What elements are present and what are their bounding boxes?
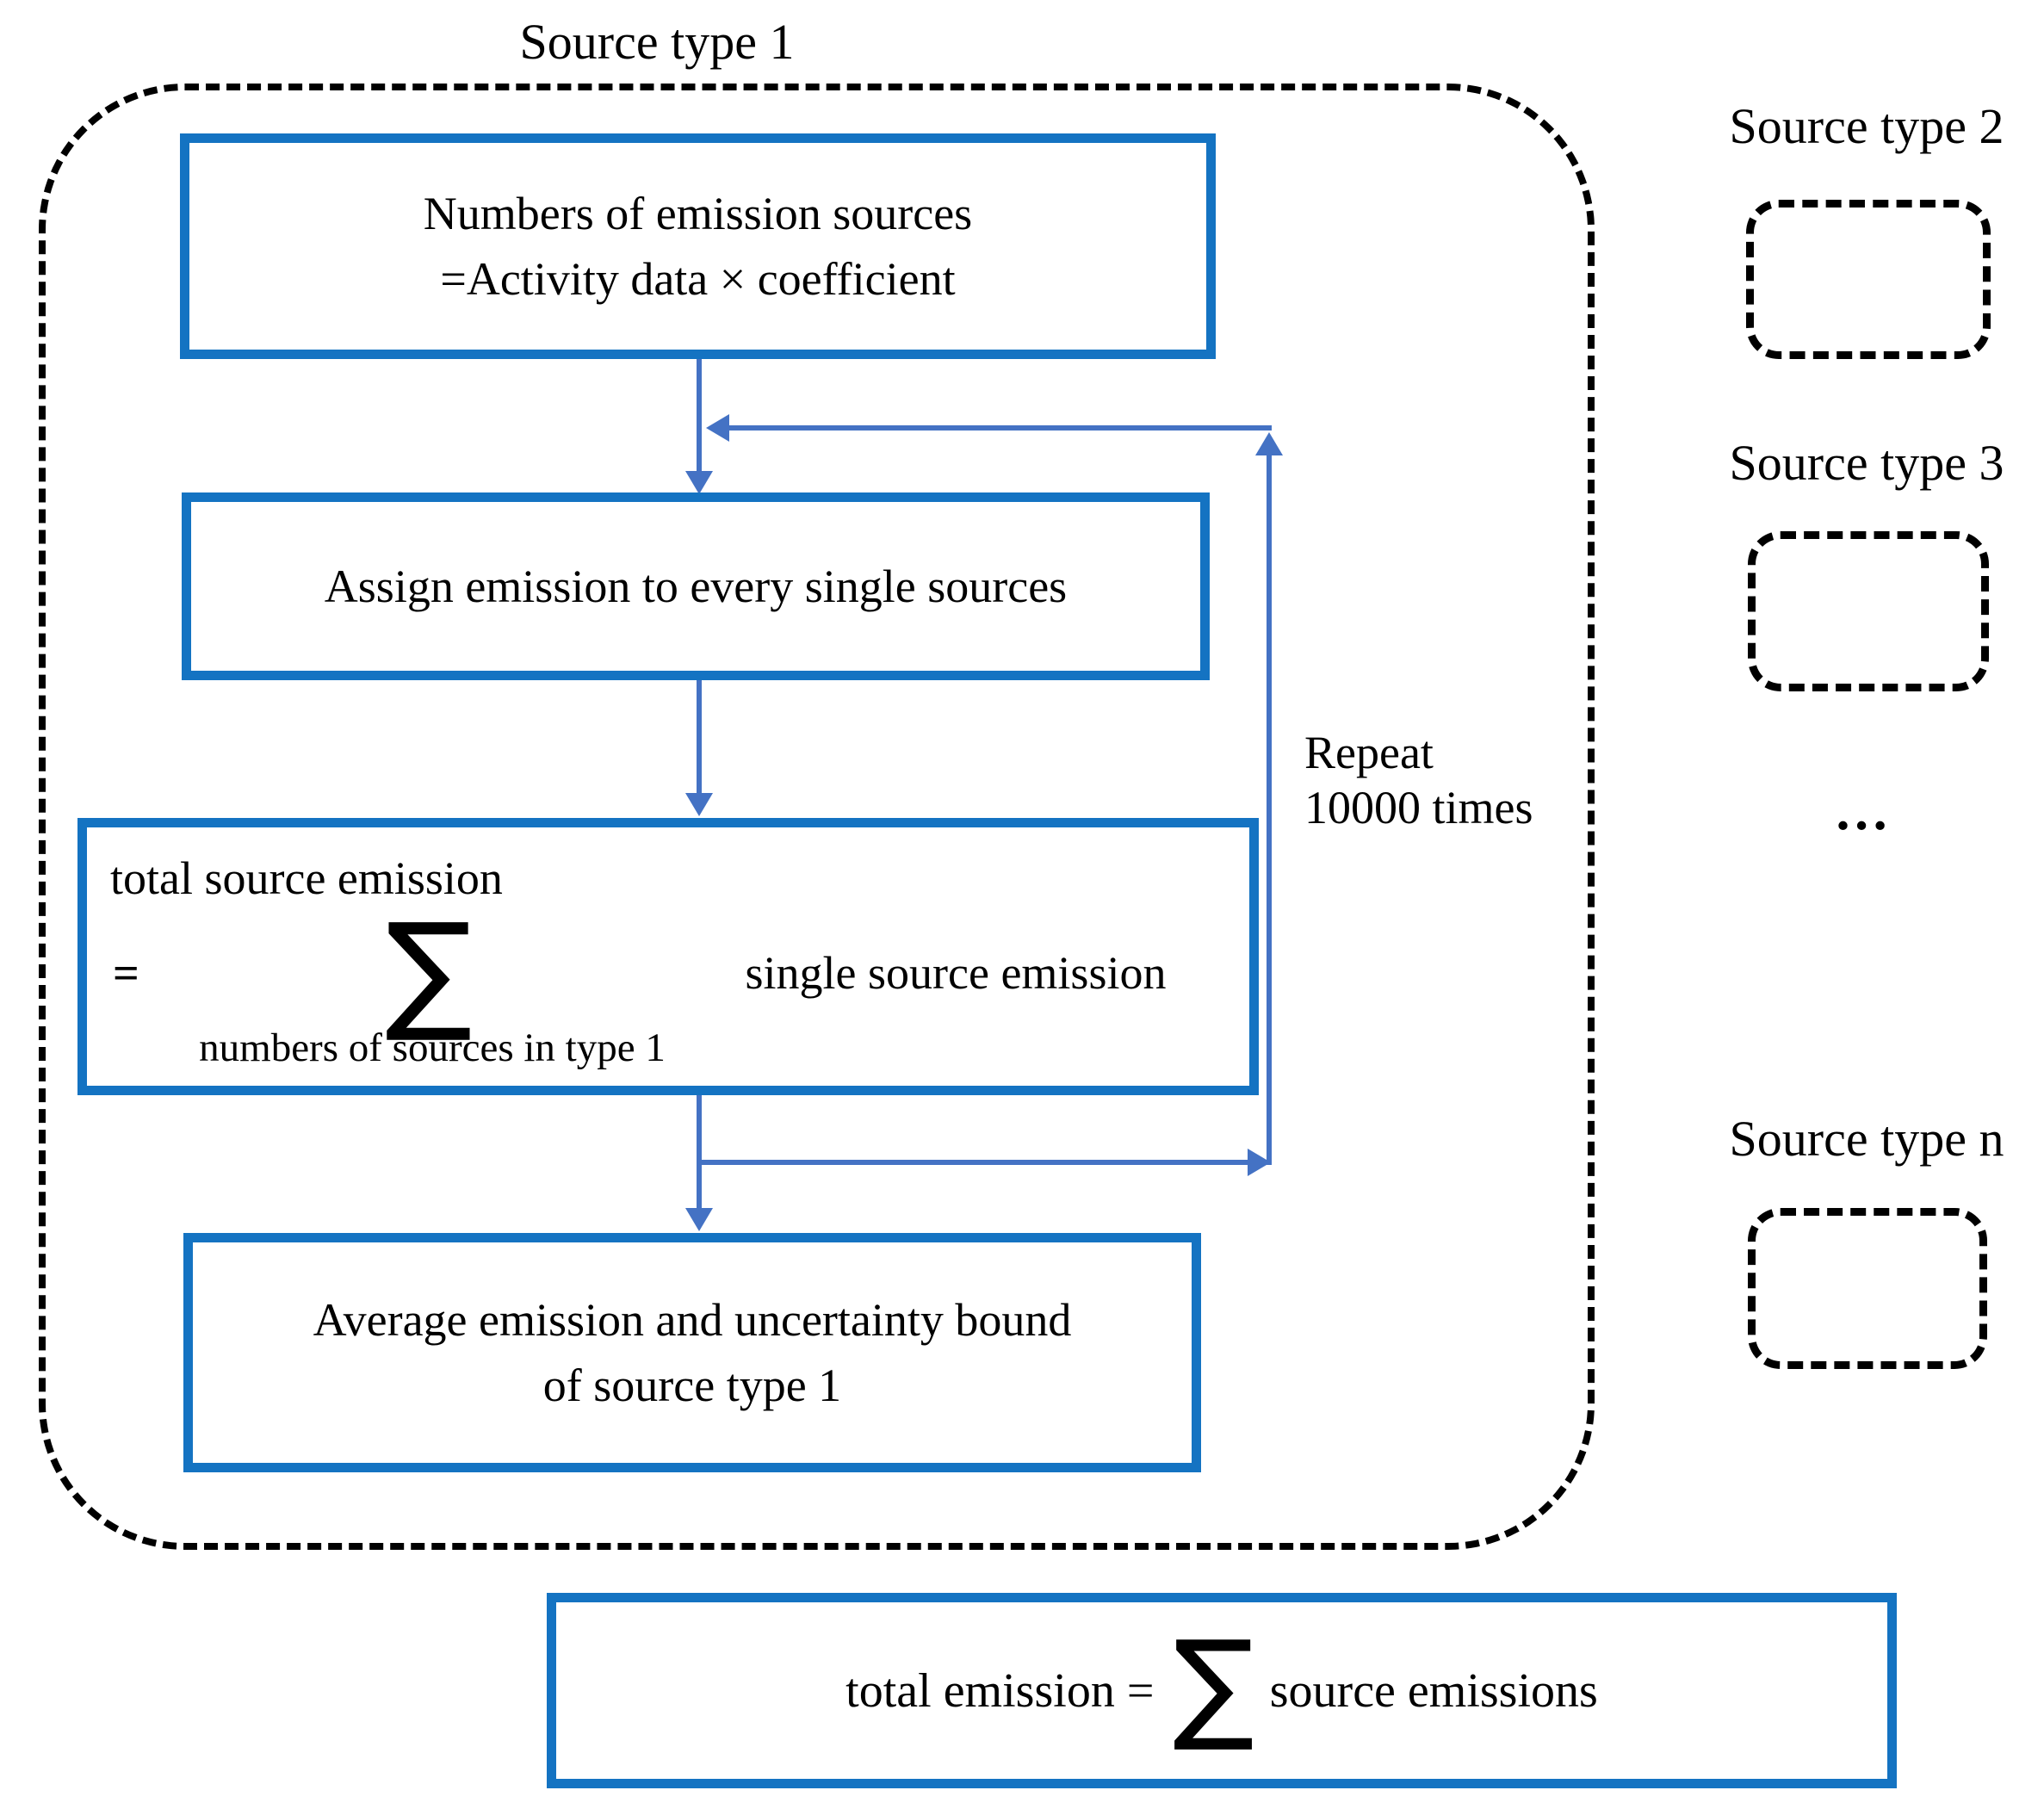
sum-subscript: numbers of sources in type 1 (199, 1025, 666, 1070)
numbers-of-emission-sources-box: Numbers of emission sources =Activity da… (180, 133, 1216, 359)
repeat-label-line1: Repeat (1304, 727, 1434, 778)
source-type-n-label: Source type n (1729, 1111, 2004, 1167)
source-type-3-placeholder-box (1748, 531, 1989, 691)
flow-arrow-1-line (697, 359, 702, 474)
equals-sign: = (113, 947, 139, 999)
flow-arrow-2-head (685, 793, 713, 816)
source-type-1-group-label: Source type 1 (519, 14, 795, 70)
source-types-ellipsis: … (1834, 780, 1903, 841)
loop-return-arrow-head (706, 414, 729, 442)
average-box-line2: of source type 1 (542, 1360, 842, 1411)
average-box-line1: Average emission and uncertainty bound (313, 1294, 1072, 1346)
loop-branch-arrow-head (1248, 1149, 1271, 1176)
sum-sigma-symbol: ∑ (385, 896, 473, 1046)
numbers-box-line1: Numbers of emission sources (423, 188, 973, 239)
source-type-1-dashed-container (39, 84, 1595, 1550)
source-type-3-label: Source type 3 (1729, 435, 2004, 491)
source-type-n-placeholder-box (1748, 1208, 1987, 1369)
repeat-label: Repeat 10000 times (1304, 725, 1533, 835)
total-emission-sigma-symbol: ∑ (1173, 1614, 1254, 1756)
loop-return-arrow-line (728, 425, 1272, 431)
flow-arrow-1-head (685, 471, 713, 494)
flow-arrow-3-head (685, 1208, 713, 1231)
repeat-label-line2: 10000 times (1304, 782, 1533, 833)
total-source-emission-title: total source emission (110, 852, 503, 904)
flow-arrow-3-line (697, 1095, 702, 1210)
loop-branch-arrow-line (699, 1160, 1248, 1165)
sum-operand: single source emission (745, 947, 1167, 999)
assign-emission-box: Assign emission to every single sources (182, 492, 1210, 680)
flow-arrow-2-line (697, 680, 702, 795)
loop-up-arrow-head (1255, 432, 1283, 455)
source-type-2-placeholder-box (1746, 200, 1991, 359)
total-emission-suffix: source emissions (1269, 1663, 1598, 1718)
loop-vertical-line (1267, 454, 1272, 1165)
total-emission-box: total emission = ∑ source emissions (547, 1593, 1897, 1788)
numbers-box-line2: =Activity data × coefficient (440, 253, 956, 305)
assign-box-text: Assign emission to every single sources (324, 561, 1068, 612)
total-source-emission-box: total source emission = ∑ numbers of sou… (77, 818, 1259, 1095)
average-emission-box: Average emission and uncertainty bound o… (183, 1233, 1201, 1472)
total-emission-prefix: total emission = (845, 1663, 1155, 1718)
source-type-2-label: Source type 2 (1729, 98, 2004, 154)
